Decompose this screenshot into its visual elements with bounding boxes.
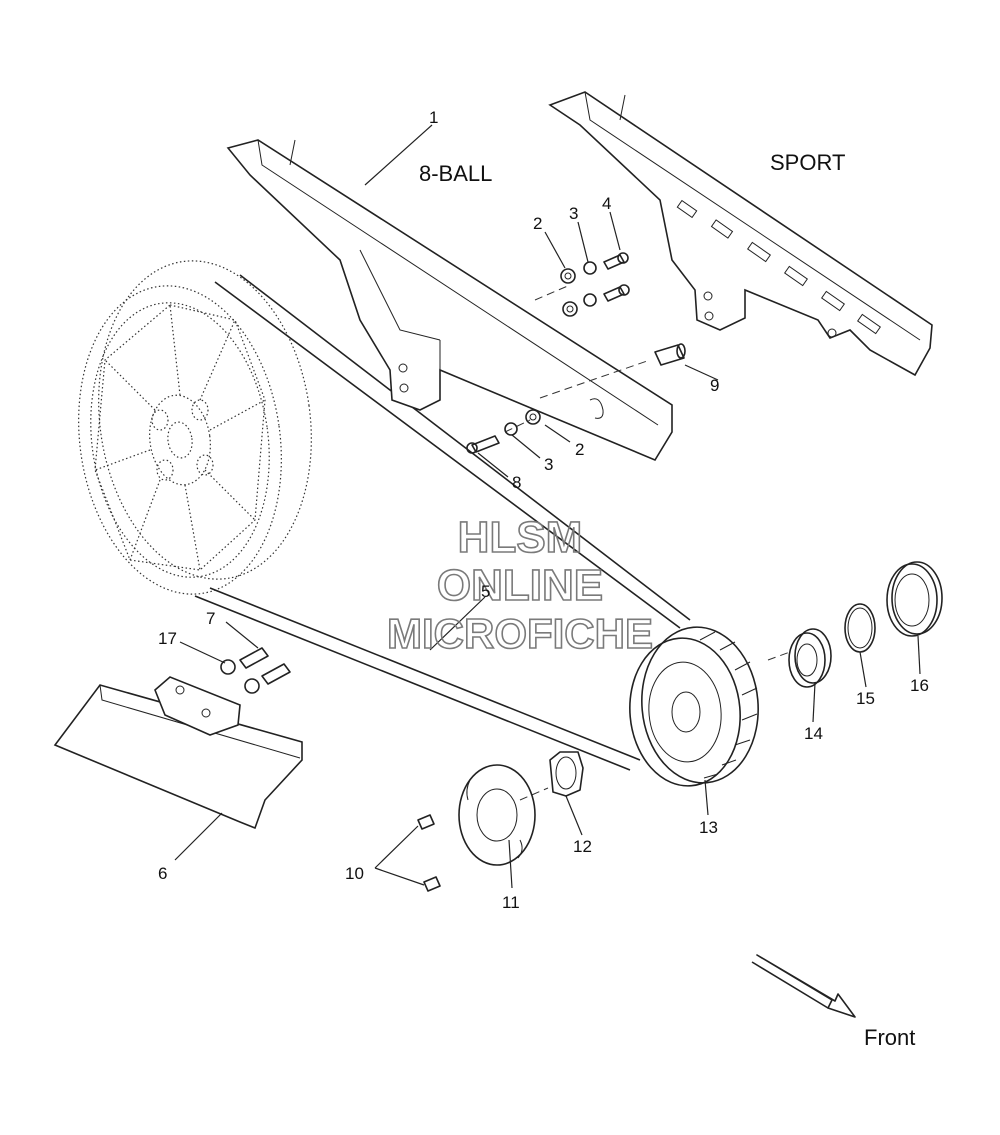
ring-15 <box>844 603 876 653</box>
drive-belt <box>194 274 691 771</box>
seal-14 <box>767 628 832 688</box>
callout-12: 12 <box>573 837 592 856</box>
callout-5: 5 <box>481 582 490 601</box>
callout-2b: 2 <box>575 440 584 459</box>
fasteners-7-17 <box>220 647 291 694</box>
seal-16 <box>886 561 943 637</box>
label-sport: SPORT <box>770 150 845 175</box>
watermark-line3: MICROFICHE <box>387 610 653 657</box>
callout-3b: 3 <box>544 455 553 474</box>
screws-10 <box>417 814 441 892</box>
callout-2a: 2 <box>533 214 542 233</box>
belt-guard-sport <box>548 91 933 377</box>
leader-lines <box>174 124 921 889</box>
lower-guard-6 <box>53 676 303 830</box>
callout-3a: 3 <box>569 204 578 223</box>
lower-hardware <box>466 409 541 454</box>
upper-hardware <box>534 252 630 317</box>
callout-16: 16 <box>910 676 929 695</box>
callout-1: 1 <box>429 108 438 127</box>
callout-10: 10 <box>345 864 364 883</box>
callout-9: 9 <box>710 376 719 395</box>
belt-guard-8ball <box>226 139 673 462</box>
spacer-9 <box>539 343 686 399</box>
label-8ball: 8-BALL <box>419 161 492 186</box>
callout-14: 14 <box>804 724 823 743</box>
watermark-line1: HLSM <box>458 513 583 562</box>
callout-4: 4 <box>602 194 611 213</box>
label-front: Front <box>864 1025 915 1050</box>
front-sprocket <box>629 626 759 787</box>
callout-17: 17 <box>158 629 177 648</box>
callout-8: 8 <box>512 473 521 492</box>
rear-pulley <box>78 260 312 595</box>
watermark-line2: ONLINE <box>437 561 603 610</box>
callout-6: 6 <box>158 864 167 883</box>
lock-plate-11 <box>458 764 549 866</box>
callout-13: 13 <box>699 818 718 837</box>
callout-7: 7 <box>206 609 215 628</box>
front-arrow-icon <box>751 954 856 1018</box>
callout-numbers: 1 2 3 4 9 2 3 8 5 7 17 6 10 11 12 13 14 … <box>158 108 929 912</box>
watermark: HLSM ONLINE MICROFICHE <box>386 512 654 658</box>
callout-11: 11 <box>502 893 520 912</box>
callout-15: 15 <box>856 689 875 708</box>
nut-12 <box>549 751 584 797</box>
